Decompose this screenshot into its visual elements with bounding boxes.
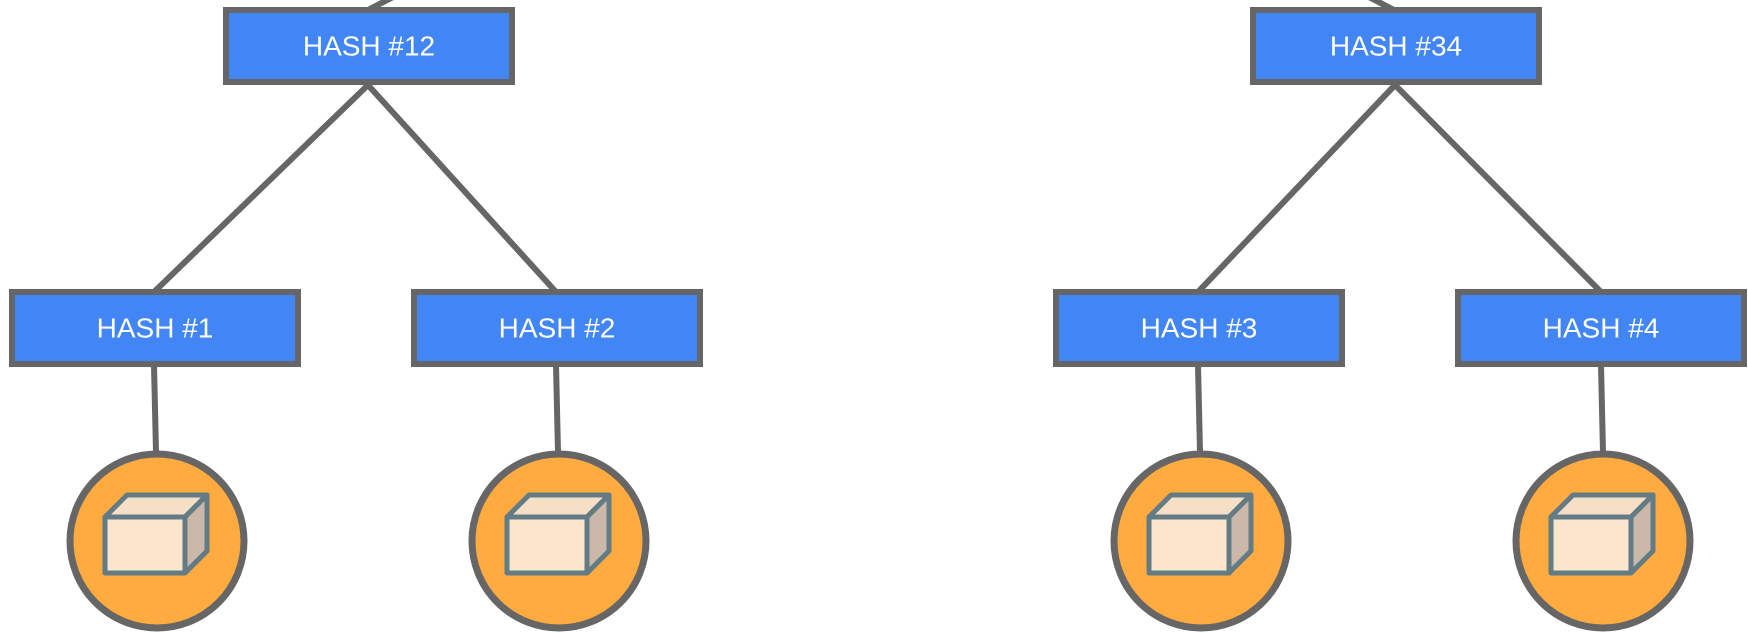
hash-node-12: HASH #12	[223, 7, 515, 85]
hash-node-label: HASH #3	[1141, 313, 1258, 344]
hash-node-4: HASH #4	[1455, 289, 1747, 367]
hash-node-box	[1250, 7, 1542, 85]
hash-node-3: HASH #3	[1053, 289, 1345, 367]
edge-hash12-hash1	[151, 82, 371, 295]
hash-node-label: HASH #4	[1543, 313, 1660, 344]
hash-node-label: HASH #1	[97, 313, 214, 344]
hash-node-box	[223, 7, 515, 85]
edge-hash2-block2	[553, 362, 561, 455]
hash-node-box	[1053, 289, 1345, 367]
edge-hash3-block3	[1195, 362, 1203, 455]
edge-hash34-hash3	[1195, 82, 1398, 295]
hash-node-label: HASH #12	[303, 31, 435, 62]
cube-icon	[504, 492, 612, 576]
cube-icon	[1146, 492, 1254, 576]
data-block-1	[66, 450, 248, 632]
cube-icon	[102, 492, 210, 576]
hash-node-2: HASH #2	[411, 289, 703, 367]
hash-node-label: HASH #2	[499, 313, 616, 344]
hash-node-34: HASH #34	[1250, 7, 1542, 85]
edge-hash4-block4	[1598, 362, 1606, 455]
data-block-4	[1512, 450, 1694, 632]
data-block-3	[1110, 450, 1292, 632]
edge-hash12-hash2	[365, 82, 559, 295]
data-block-2	[468, 450, 650, 632]
cube-icon	[1548, 492, 1656, 576]
edge-hash1-block1	[151, 362, 159, 455]
hash-node-1: HASH #1	[9, 289, 301, 367]
edge-hash34-hash4	[1392, 82, 1604, 295]
hash-node-box	[1455, 289, 1747, 367]
tree-edges	[151, 0, 1606, 455]
hash-node-box	[9, 289, 301, 367]
hash-node-label: HASH #34	[1330, 31, 1462, 62]
hash-node-box	[411, 289, 703, 367]
